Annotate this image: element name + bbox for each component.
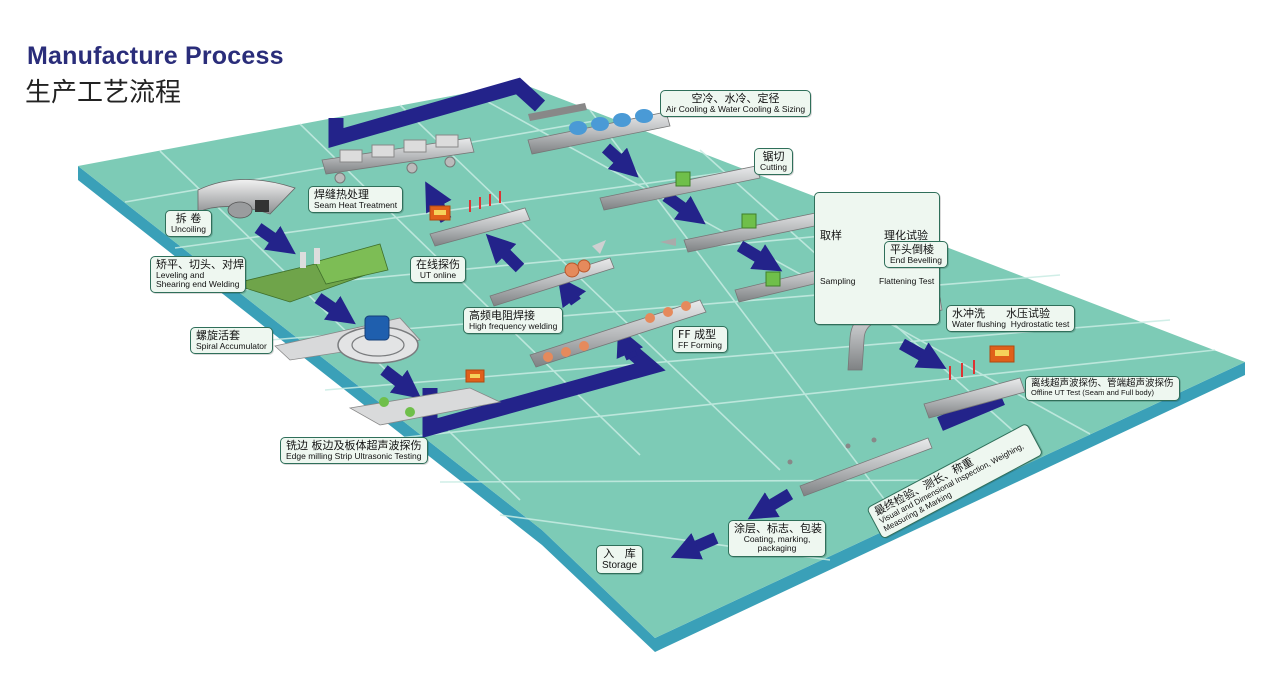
spiral-accumulator [274,315,421,364]
label-uncoiling-en: Uncoiling [171,224,206,235]
label-ff-forming-zh: FF 成型 [678,328,717,341]
label-end-bevelling-zh: 平头倒棱 [890,243,934,256]
label-leveling-en: Leveling and Shearing end Welding [156,270,240,290]
label-storage-en: Storage [602,560,638,572]
label-edge-milling: 铣边 板边及板体超声波探伤 Edge milling Strip Ultraso… [280,437,428,465]
cooling-sizing-machine [527,103,671,155]
label-cutting-en: Cutting [760,162,787,173]
label-coating-en: Coating, marking, packaging [743,534,811,554]
flow-arrows [254,143,947,560]
label-cutting-zh: 锯切 [762,150,785,163]
uncoiler-machine [197,179,296,219]
label-edge-milling-zh: 铣边 板边及板体超声波探伤 [286,439,422,452]
label-storage-zh: 入 库 [603,547,636,560]
label-hf-welding: 高频电阻焊接 High frequency welding [463,307,564,335]
sampling-machine [660,207,845,253]
label-coating-zh: 涂层、标志、包装 [734,522,822,535]
arrow-ut [485,233,525,273]
label-seam-heat-zh: 焊缝热处理 [314,188,369,201]
label-uncoiling: 拆 卷 Uncoiling [165,210,212,238]
arrow-ff [616,326,644,361]
label-accumulator: 螺旋活套 Spiral Accumulator [190,327,273,355]
page-title-chinese: 生产工艺流程 [25,78,182,108]
arrow-sample [736,240,783,272]
arrow-coat [670,532,719,560]
arrow-level [314,293,356,325]
label-hf-welding-zh: 高频电阻焊接 [469,309,535,322]
seam-heat-machine [321,134,475,184]
label-storage: 入 库 Storage [596,545,644,575]
label-cooling-sizing-en: Air Cooling & Water Cooling & Sizing [666,104,806,115]
ff-forming-machine [529,299,707,368]
floor-grid [124,91,1216,561]
label-ff-forming: FF 成型 FF Forming [672,326,728,354]
label-sampling-zh: 取样 理化试验 [820,229,928,243]
label-edge-milling-en: Edge milling Strip Ultrasonic Testing [286,451,422,462]
cutting-machine [599,165,761,211]
label-sampling-en: Sampling Flattening Test [820,276,935,287]
label-ut-online-zh: 在线探伤 [416,258,460,271]
edge-milling-machine [348,369,502,426]
label-leveling: 矫平、切头、对焊 Leveling and Shearing end Weldi… [150,256,246,293]
label-seam-heat: 焊缝热处理 Seam Heat Treatment [308,186,404,214]
label-offline-ut-en: Offline UT Test (Seam and Full body) [1031,388,1154,398]
label-ut-online-en: UT online [419,270,457,281]
label-offline-ut: 离线超声波探伤、管端超声波探伤 Offline UT Test (Seam an… [1025,376,1180,401]
ut-online-machine [429,191,531,247]
label-end-bevelling: 平头倒棱 End Bevelling [884,241,948,269]
label-ut-online: 在线探伤 UT online [410,256,466,284]
offline-ut-machine [923,345,1026,419]
label-cutting: 锯切 Cutting [754,148,793,176]
arrow-uncoil [254,223,296,255]
label-uncoiling-zh: 拆 卷 [175,212,202,225]
label-accumulator-en: Spiral Accumulator [196,341,267,352]
label-end-bevelling-en: End Bevelling [890,255,942,266]
floor-top [78,83,1245,638]
page-title: Manufacture Process [27,42,284,70]
flow-bend-top [328,77,546,148]
equipment [197,103,1026,497]
arrow-cut [662,191,706,225]
label-cooling-sizing: 空冷、水冷、定径 Air Cooling & Water Cooling & S… [660,90,812,118]
arrow-hf [557,276,587,309]
label-offline-ut-zh: 离线超声波探伤、管端超声波探伤 [1031,378,1174,389]
label-ff-forming-en: FF Forming [678,340,722,351]
label-water-hydro-zh: 水冲洗 水压试验 [952,307,1050,320]
label-leveling-zh: 矫平、切头、对焊 [156,258,244,271]
leveling-machine [230,243,389,303]
inspection-table [787,437,933,497]
label-coating: 涂层、标志、包装 Coating, marking, packaging [728,520,826,557]
arrow-inspect [747,488,794,520]
arrow-cool [601,143,639,178]
arrow-flush [899,338,947,370]
label-cooling-sizing-zh: 空冷、水冷、定径 [691,92,780,105]
flow-return [937,391,1005,431]
hf-welding-machine [489,240,615,307]
label-seam-heat-en: Seam Heat Treatment [314,200,398,211]
label-hf-welding-en: High frequency welding [469,321,558,332]
arrow-accum [380,365,422,399]
label-water-hydro-en: Water flushing Hydrostatic test [952,319,1070,330]
label-water-hydro: 水冲洗 水压试验 Water flushing Hydrostatic test [946,305,1076,333]
label-accumulator-zh: 螺旋活套 [196,329,240,342]
